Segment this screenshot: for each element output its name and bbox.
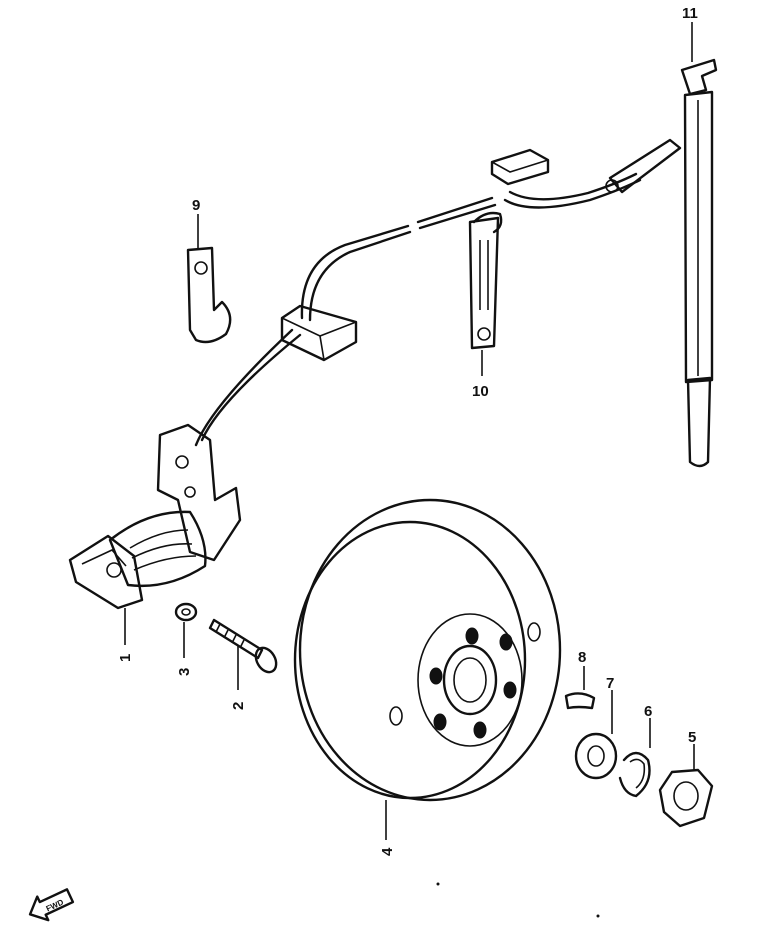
callout-8: 8 — [578, 649, 586, 666]
part-5-nut[interactable] — [658, 768, 714, 828]
callout-7: 7 — [606, 675, 614, 692]
harness-grommet — [280, 304, 358, 362]
callout-9: 9 — [192, 197, 200, 214]
speck — [436, 882, 440, 886]
wire-harness — [194, 172, 642, 447]
harness-pin-connector — [605, 138, 682, 194]
callout-3: 3 — [176, 668, 193, 676]
callout-10: 10 — [472, 383, 489, 400]
part-9-clip[interactable] — [186, 246, 232, 344]
callout-4: 4 — [379, 847, 396, 856]
part-6-lock-washer[interactable] — [618, 751, 651, 798]
part-11-strap[interactable] — [680, 58, 718, 468]
part-10-clamp[interactable] — [468, 211, 503, 350]
speck — [596, 914, 600, 918]
part-8-key[interactable] — [564, 692, 596, 710]
leader-lines — [124, 22, 695, 840]
callout-11: 11 — [682, 5, 698, 22]
callout-6: 6 — [644, 703, 652, 720]
part-4-flywheel-rotor[interactable] — [293, 498, 562, 802]
callout-5: 5 — [688, 729, 696, 746]
part-1-pickup-coil[interactable] — [68, 423, 242, 610]
part-2-screw[interactable] — [208, 618, 280, 676]
callout-2: 2 — [230, 702, 247, 710]
part-7-washer[interactable] — [574, 732, 618, 780]
harness-coupler — [490, 148, 550, 186]
part-3-washer[interactable] — [174, 602, 198, 622]
callout-1: 1 — [117, 654, 134, 662]
forward-arrow-icon: FWD — [28, 888, 75, 922]
